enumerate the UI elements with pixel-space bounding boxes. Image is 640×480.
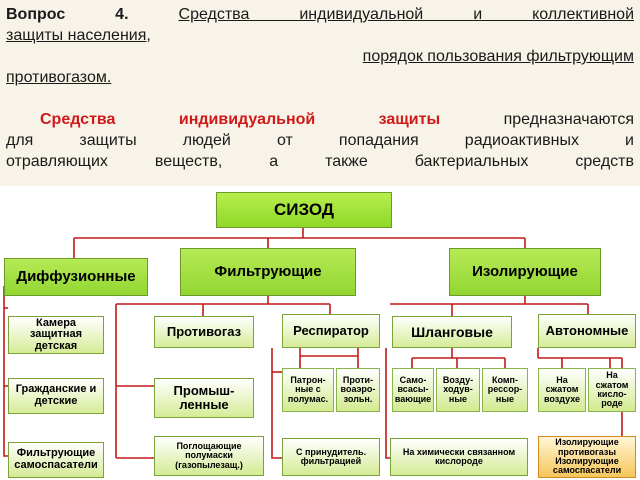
heading-title-part3: порядок пользования фильтрующим (362, 48, 634, 65)
box-self-suction: Само-всасы-вающие (392, 368, 434, 412)
box-hose: Шланговые (392, 316, 512, 348)
connector-chemical (385, 348, 390, 459)
box-filtering: Фильтрующие (180, 248, 356, 296)
heading-line4: противогазом. (6, 67, 634, 88)
box-chemical-oxygen: На химически связанном кислороде (390, 438, 528, 476)
box-anti-aerosol: Проти-воаэро-зольн. (336, 368, 380, 412)
box-protective-chamber: Камера защитная детская (8, 316, 104, 354)
box-diffusion: Диффузионные (4, 258, 148, 296)
intro-rest: предназначаются (503, 111, 634, 128)
box-compressor: Комп-рессор-ные (482, 368, 528, 412)
blank-line (6, 88, 634, 109)
box-civil-children: Гражданские и детские (8, 378, 104, 414)
box-gasmask: Противогаз (154, 316, 254, 348)
heading-title-part2: защиты населения (6, 27, 147, 44)
intro-highlight: Средства индивидуальной защиты (40, 111, 441, 128)
label-isolating-rescuers: Изолирующие самоспасатели (552, 456, 622, 476)
heading-line2: защиты населения, (6, 27, 151, 44)
box-air-blower: Возду-ходув-ные (436, 368, 480, 412)
connector-filter-rescuers (3, 386, 8, 457)
box-forced-filtration: С принудитель. фильтрацией (282, 438, 380, 476)
label-isolating-gasmasks: Изолирующие противогазы (555, 437, 619, 457)
heading-title-part4: противогазом. (6, 69, 112, 86)
intro-line1: Средства индивидуальной защиты предназна… (6, 109, 634, 130)
box-respirator: Респиратор (282, 314, 380, 348)
box-isolating-gasmasks-rescuers: Изолирующие противогазы Изолирующие само… (538, 436, 636, 478)
box-compressed-oxygen: На сжатом кисло-роде (588, 368, 636, 412)
box-absorbing-halfmasks: Поглощающие полумаски (газопылезащ.) (154, 436, 264, 476)
question-label: Вопрос 4 (6, 6, 125, 23)
box-compressed-air: На сжатом воздухе (538, 368, 586, 412)
box-filter-self-rescuers: Фильтрующие самоспасатели (8, 442, 104, 478)
heading-line3: порядок пользования фильтрующим (6, 46, 634, 67)
intro-line3: отравляющих веществ, а также бактериальн… (6, 153, 634, 170)
box-industrial: Промыш-ленные (154, 378, 254, 418)
slide-text-area: Вопрос 4. Средства индивидуальной и колл… (0, 0, 640, 186)
box-autonomous: Автономные (538, 314, 636, 348)
question-heading: Вопрос 4. Средства индивидуальной и колл… (6, 6, 635, 23)
root-box-sizod: СИЗОД (216, 192, 392, 228)
connector-forced (271, 348, 282, 459)
box-isolating: Изолирующие (449, 248, 601, 296)
box-cartridge-halfmask: Патрон-ные с полумас. (282, 368, 334, 412)
intro-line2: для защиты людей от попадания радиоактив… (6, 132, 634, 149)
heading-title-part1: Средства индивидуальной и коллективной (178, 6, 635, 23)
sizod-diagram: СИЗОД Диффузионные Фильтрующие Изолирующ… (0, 186, 640, 480)
